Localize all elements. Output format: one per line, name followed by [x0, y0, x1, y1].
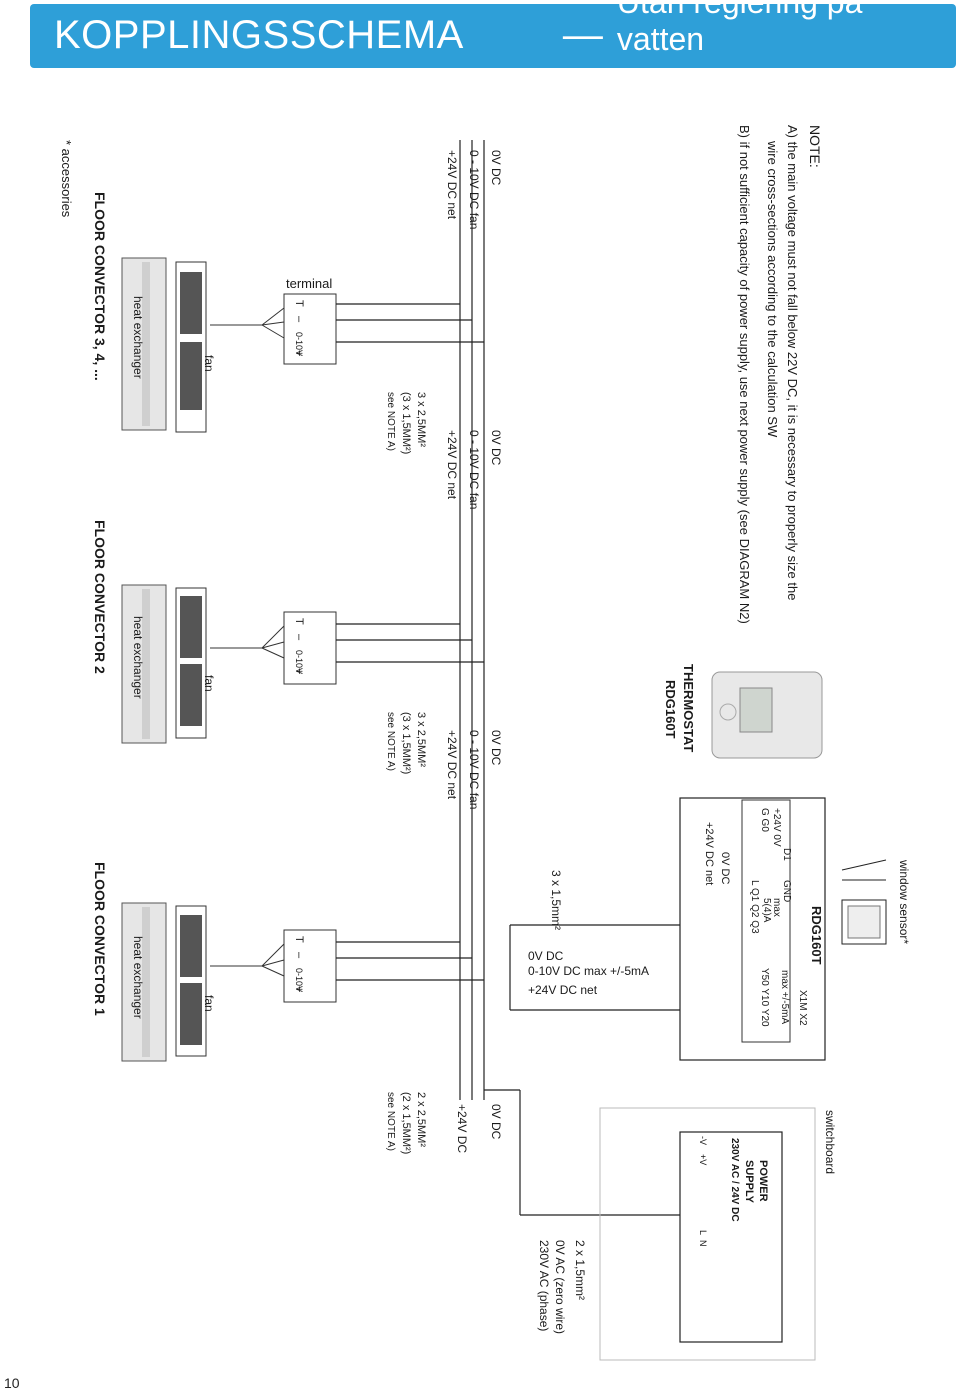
terminal-2-pin-sig: 0-10V — [294, 650, 304, 674]
thermostat-device — [711, 671, 823, 759]
cable-section-b1: 3 x 2,5MM² — [415, 392, 427, 447]
note-a-line1: A) the main voltage must not fall below … — [785, 125, 800, 600]
pins-y: Y50 Y10 Y20 — [759, 968, 770, 1027]
bus-label-fan-3: 0 - 10V DC fan — [467, 150, 481, 229]
terminal-2-pin-plus: + — [293, 668, 305, 674]
convector-1-label: FLOOR CONVECTOR 1 — [92, 862, 108, 1016]
terminal-3-pin-t: T — [293, 300, 305, 307]
mains-zero: 0V AC (zero wire) — [553, 1240, 567, 1334]
window-sensor-label: window sensor* — [897, 859, 911, 944]
power-supply-line3: 230V AC / 24V DC — [729, 1138, 740, 1222]
power-supply-line1: POWER — [757, 1160, 769, 1202]
convector-2-label: FLOOR CONVECTOR 2 — [92, 520, 108, 674]
cable-section-c3: see NOTE A) — [385, 712, 396, 771]
note-a-line2: wire cross-sections according to the cal… — [765, 140, 780, 438]
convector-2: heat exchanger fan — [121, 584, 216, 744]
heat-exchanger-label-3: heat exchanger — [131, 296, 145, 379]
terminal-label: terminal — [286, 276, 332, 291]
accessories-note: * accessories — [59, 140, 74, 218]
supply-section-1: 2 x 2,5MM² — [415, 1092, 427, 1147]
title-separator: — — [562, 13, 603, 57]
fan-label-2: fan — [202, 675, 216, 692]
control-cable-signal: 0-10V DC max +/-5mA — [528, 964, 649, 978]
supply-section-2: (2 x 1,5MM²) — [400, 1092, 412, 1154]
mains-input: 2 x 1,5mm² 0V AC (zero wire) 230V AC (ph… — [537, 1240, 587, 1334]
control-cable-zero: 0V DC — [528, 949, 564, 963]
terminal-1-pin-sig: 0-10V — [294, 968, 304, 992]
bus-label-zero-3: 0V DC — [489, 150, 503, 186]
mains-section: 2 x 1,5mm² — [573, 1240, 587, 1300]
control-cable-net: +24V DC net — [528, 983, 598, 997]
convector-3: heat exchanger fan — [121, 257, 216, 433]
note-heading: NOTE: — [807, 125, 823, 168]
supply-section-3: see NOTE A) — [385, 1092, 396, 1151]
page-title: WIK KOPPLINGSSCHEMA — [54, 0, 464, 57]
ps-pin-plus: +V — [698, 1154, 708, 1165]
title-banner: WIK KOPPLINGSSCHEMA — Utan reglering på … — [30, 0, 956, 68]
fan-label-3: fan — [202, 355, 216, 372]
wiring-box-title: RDG160T — [809, 906, 824, 965]
cable-section-c1: 3 x 2,5MM² — [415, 712, 427, 767]
terminal-3-pin-sig: 0-10V — [294, 332, 304, 356]
thermostat-name: THERMOSTAT — [681, 664, 696, 752]
supply-label-plus: +24V DC — [455, 1104, 469, 1153]
terminal-3-pin-minus: – — [293, 316, 305, 323]
pin-max: max — [771, 898, 782, 917]
pins-x1m: X1M X2 — [797, 990, 808, 1026]
convector-3-label: FLOOR CONVECTOR 3, 4, ... — [92, 192, 108, 381]
bus-label-zero-b: 0V DC — [489, 430, 503, 466]
bus-label-fan-b: 0 - 10V DC fan — [467, 430, 481, 509]
power-supply-line2: SUPPLY — [743, 1160, 755, 1204]
terminal-block-3: T – 0-10V + — [283, 293, 337, 365]
switchboard: switchboard POWER SUPPLY 230V AC / 24V D… — [599, 1107, 837, 1361]
switchboard-label: switchboard — [823, 1110, 837, 1174]
box-net-label: +24V DC net — [703, 822, 715, 885]
heat-exchanger-label-1: heat exchanger — [131, 936, 145, 1019]
pin-d1: D1 — [781, 848, 792, 861]
ps-pin-n: N — [698, 1240, 708, 1247]
pins-maxma: max +/-5mA — [779, 970, 790, 1025]
terminal-block-1: T – 0-10V + — [283, 929, 337, 1003]
fan-wires — [210, 307, 285, 977]
pins-power: +24V 0V — [771, 808, 782, 847]
note-b: B) if not sufficient capacity of power s… — [737, 125, 752, 624]
pin-gnd: GND — [781, 880, 792, 902]
pins-power2: G G0 — [759, 808, 770, 832]
ps-pin-minus: -V — [698, 1136, 708, 1145]
convector-1: heat exchanger fan — [121, 902, 216, 1062]
terminal-1-pin-minus: – — [293, 952, 305, 959]
ps-pin-l: L — [698, 1230, 708, 1235]
box-zero-label: 0V DC — [719, 852, 731, 884]
bus-label-zero-c: 0V DC — [489, 730, 503, 766]
bus-wires — [336, 140, 680, 1216]
bus-label-net-b: +24V DC net — [445, 430, 459, 500]
terminal-2-pin-minus: – — [293, 634, 305, 641]
bus-label-net-c: +24V DC net — [445, 730, 459, 800]
terminal-block-2: T – 0-10V + — [283, 611, 337, 685]
terminal-1-pin-plus: + — [293, 986, 305, 992]
heat-exchanger-label-2: heat exchanger — [131, 616, 145, 699]
fan-label-1: fan — [202, 995, 216, 1012]
page-subtitle: Utan reglering på vatten — [616, 0, 863, 57]
pin-current: 5(4)A — [761, 898, 772, 923]
control-cable-section: 3 x 1,5mm² — [549, 870, 563, 930]
page-number: 10 — [4, 1375, 20, 1391]
pins-relays: L Q1 Q2 Q3 — [749, 880, 760, 934]
bus-label-fan-c: 0 - 10V DC fan — [467, 730, 481, 809]
supply-label-zero: 0V DC — [489, 1104, 503, 1140]
cable-section-c2: (3 x 1,5MM²) — [400, 712, 412, 774]
bus-label-net-3: +24V DC net — [445, 150, 459, 220]
terminal-2-pin-t: T — [293, 618, 305, 625]
terminal-3-pin-plus: + — [293, 350, 305, 356]
thermostat-model: RDG160T — [663, 680, 678, 739]
notes-block: NOTE: A) the main voltage must not fall … — [737, 125, 823, 624]
cable-section-b2: (3 x 1,5MM²) — [400, 392, 412, 454]
terminal-1-pin-t: T — [293, 936, 305, 943]
cable-section-b3: see NOTE A) — [385, 392, 396, 451]
mains-phase: 230V AC (phase) — [537, 1240, 551, 1331]
thermostat-wiring-box: RDG160T window sensor* +24V 0V G G0 D1 G… — [679, 797, 911, 1061]
